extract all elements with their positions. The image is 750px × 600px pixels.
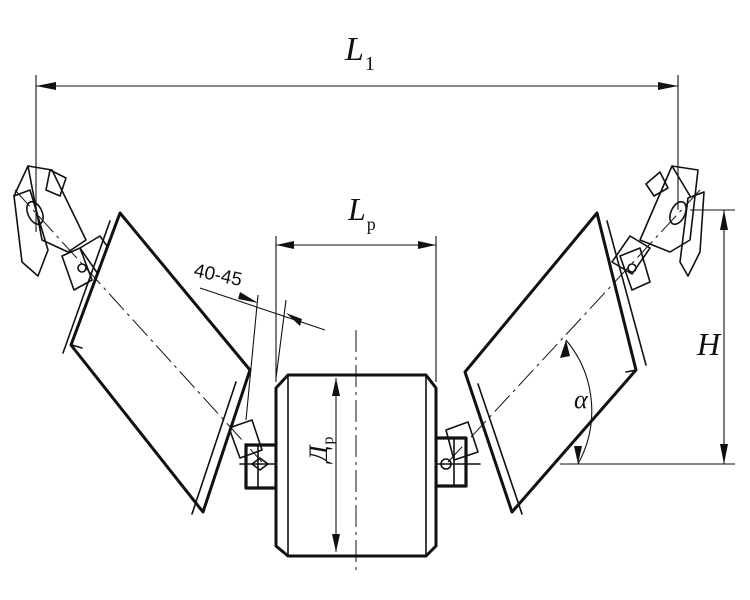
dimension-h: H [560, 209, 735, 465]
label-diameter: Др [304, 436, 337, 465]
label-l1: L1 [344, 31, 375, 75]
center-roller: Др [239, 330, 481, 575]
left-bracket [13, 165, 93, 291]
left-side-roller [14, 189, 263, 515]
right-bracket [619, 165, 705, 291]
right-side-roller [445, 189, 701, 515]
label-gap: 40-45 [192, 260, 244, 291]
angle-alpha: α [560, 339, 593, 465]
dimension-l1: L1 [35, 31, 679, 232]
dimension-lp: Lp [275, 191, 437, 382]
label-lp: Lp [347, 191, 376, 234]
label-h: H [696, 326, 722, 362]
label-alpha: α [574, 385, 589, 414]
